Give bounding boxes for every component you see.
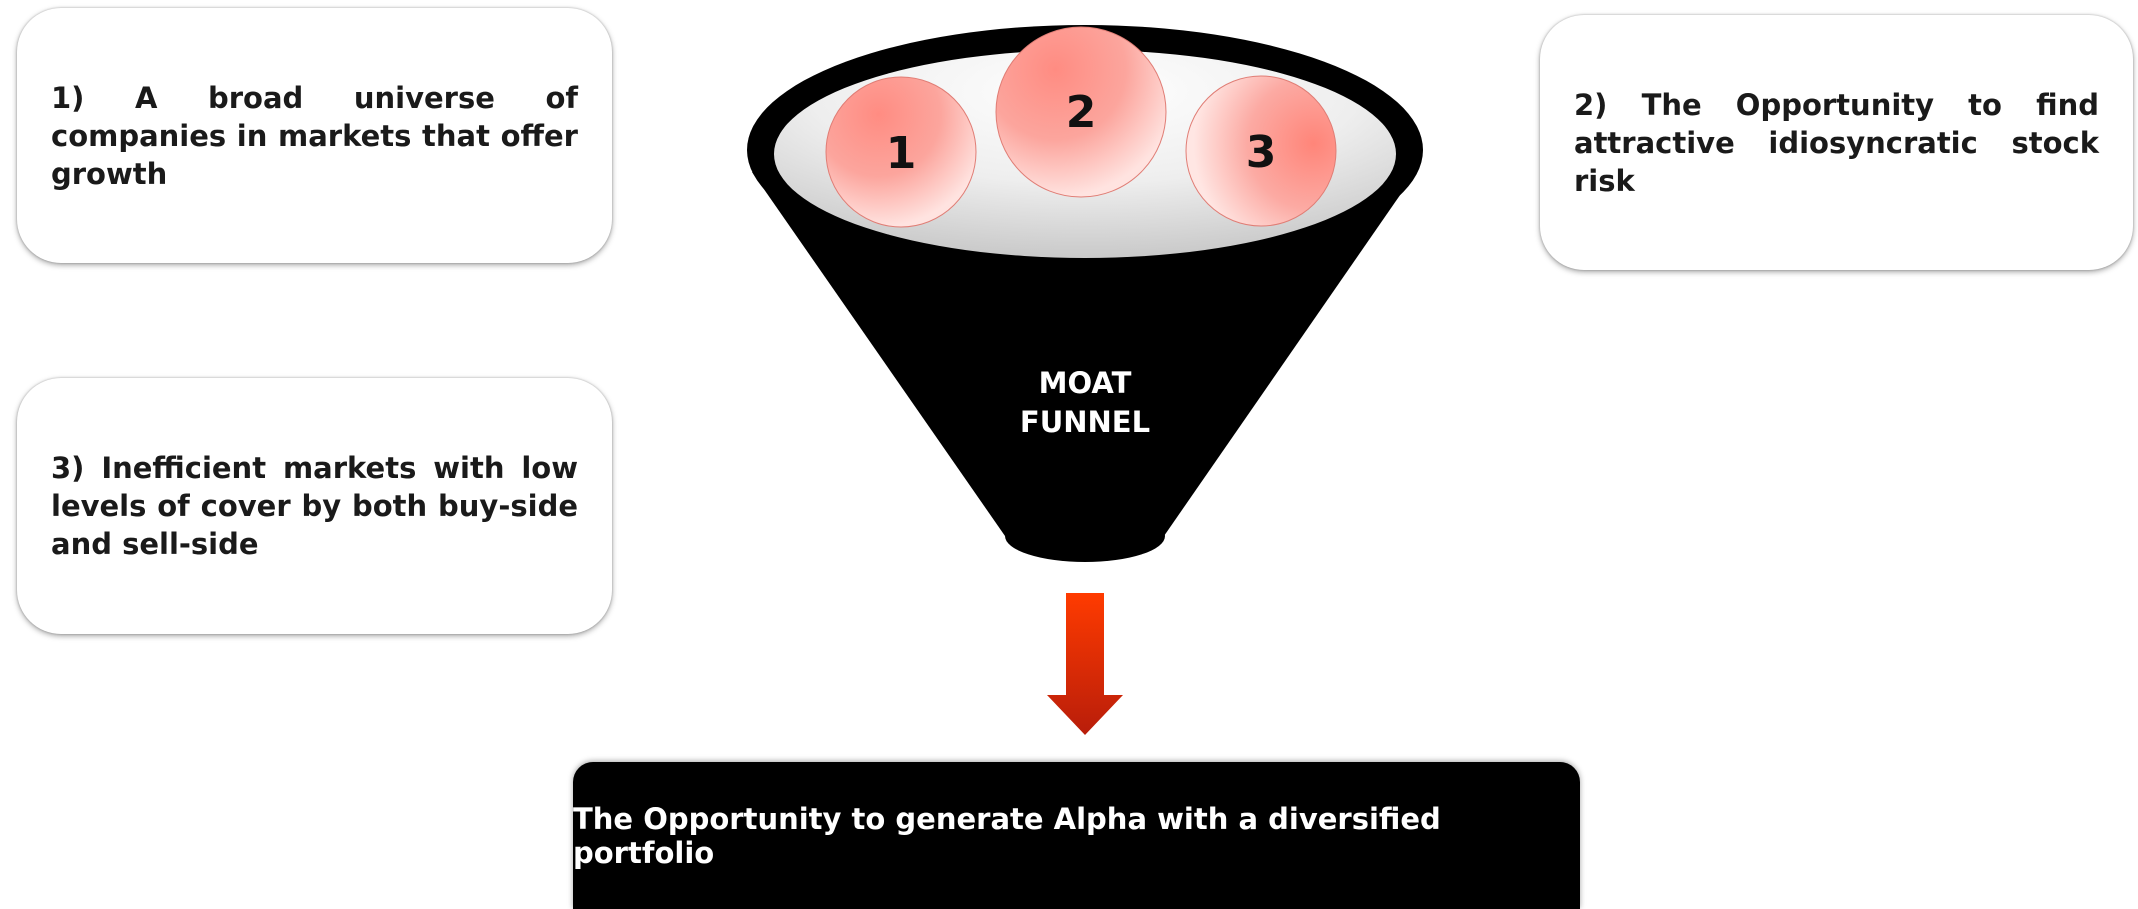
criterion-text-2: 2) The Opportunity to find attractive id… xyxy=(1574,87,2099,198)
ball-3-label: 3 xyxy=(1246,127,1277,178)
ball-1: 1 xyxy=(825,76,977,228)
funnel-body xyxy=(752,172,1416,536)
result-text: The Opportunity to generate Alpha with a… xyxy=(573,801,1441,870)
criterion-card-1: 1) A broad universe of companies in mark… xyxy=(17,8,612,263)
criterion-text-1: 1) A broad universe of companies in mark… xyxy=(51,80,578,191)
funnel-spout xyxy=(1005,510,1165,562)
criterion-card-3: 3) Inefficient markets with low levels o… xyxy=(17,378,612,634)
criterion-card-2: 2) The Opportunity to find attractive id… xyxy=(1540,15,2133,270)
funnel-label-line2: FUNNEL xyxy=(1020,405,1150,439)
criterion-text-3: 3) Inefficient markets with low levels o… xyxy=(51,451,578,561)
ball-2: 2 xyxy=(995,26,1167,198)
ball-3: 3 xyxy=(1185,75,1337,227)
ball-1-label: 1 xyxy=(886,128,917,179)
ball-2-label: 2 xyxy=(1066,87,1097,138)
funnel-label-line1: MOAT xyxy=(1039,366,1132,400)
moat-funnel: 1 2 3 MOAT FUNNEL xyxy=(747,25,1423,562)
result-box: The Opportunity to generate Alpha with a… xyxy=(573,762,1580,909)
down-arrow-icon xyxy=(1047,593,1123,735)
